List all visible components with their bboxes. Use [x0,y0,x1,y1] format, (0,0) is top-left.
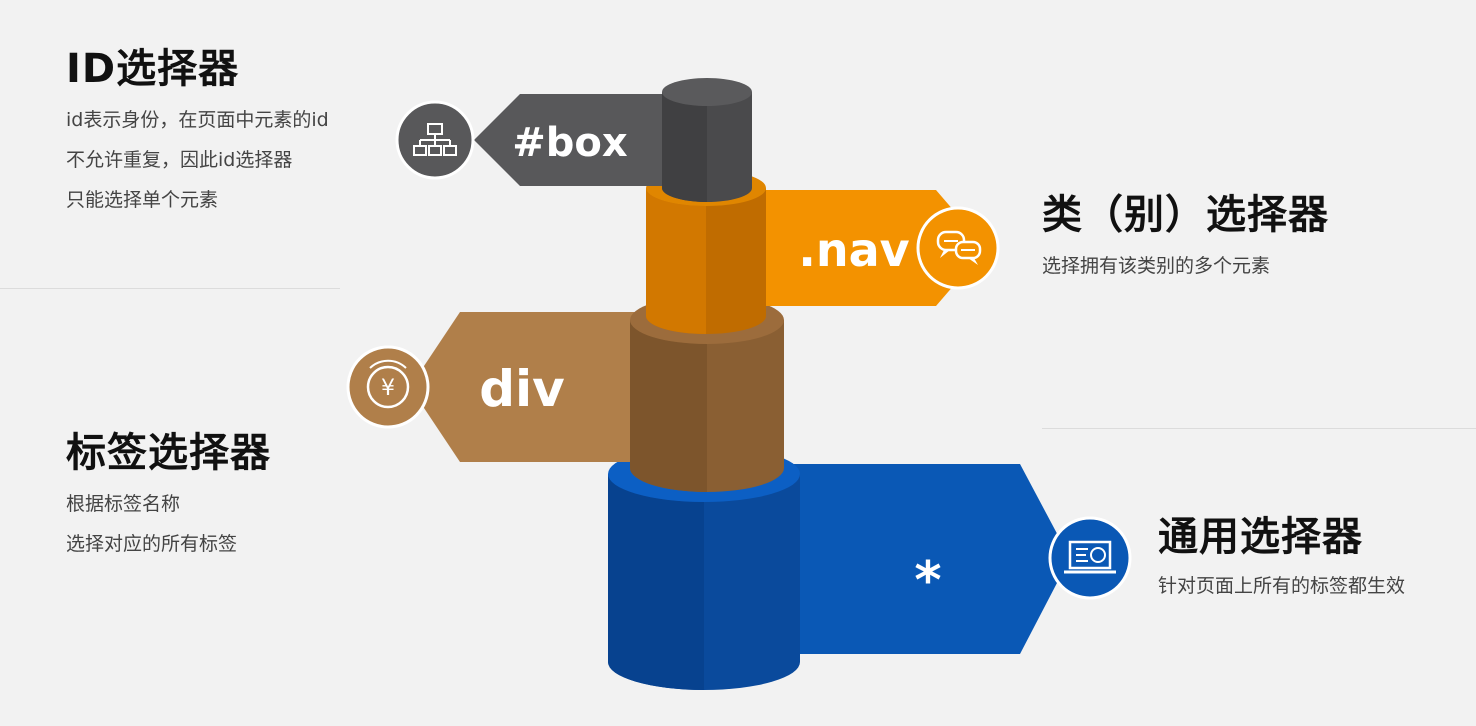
tag-banner [410,312,680,462]
desc-line: 根据标签名称 [66,493,181,515]
tag-selector-title: 标签选择器 [66,430,271,476]
id-banner [474,94,700,186]
tag-selector-desc: 根据标签名称 选择对应的所有标签 [66,484,237,564]
id-cylinder [662,78,752,202]
id-selector-title: ID选择器 [66,46,240,92]
desc-line: 不允许重复，因此id选择器 [66,149,293,171]
id-example: #box [512,120,628,166]
desc-line: id表示身份，在页面中元素的id [66,109,329,131]
desc-line: 针对页面上所有的标签都生效 [1158,575,1406,597]
laptop-chart-icon [1048,516,1132,600]
divider-left-top [0,288,340,289]
class-selector-desc: 选择拥有该类别的多个元素 [1042,246,1270,286]
universal-example: * [914,551,941,611]
divider-right-bottom [1042,428,1476,429]
class-selector-title: 类（别）选择器 [1042,192,1329,238]
desc-line: 只能选择单个元素 [66,189,219,211]
desc-line: 选择对应的所有标签 [66,533,238,555]
universal-selector-title: 通用选择器 [1158,514,1363,560]
chat-bubbles-icon [916,206,1000,290]
tag-example: div [479,360,565,418]
yen-coin-icon: ¥ [346,345,430,429]
svg-text:¥: ¥ [381,376,395,401]
class-example: .nav [798,223,909,277]
class-banner [740,190,986,306]
hierarchy-icon [395,100,475,180]
desc-line: 选择拥有该类别的多个元素 [1042,255,1271,277]
id-selector-desc: id表示身份，在页面中元素的id 不允许重复，因此id选择器 只能选择单个元素 [66,100,329,220]
universal-selector-desc: 针对页面上所有的标签都生效 [1158,566,1405,606]
